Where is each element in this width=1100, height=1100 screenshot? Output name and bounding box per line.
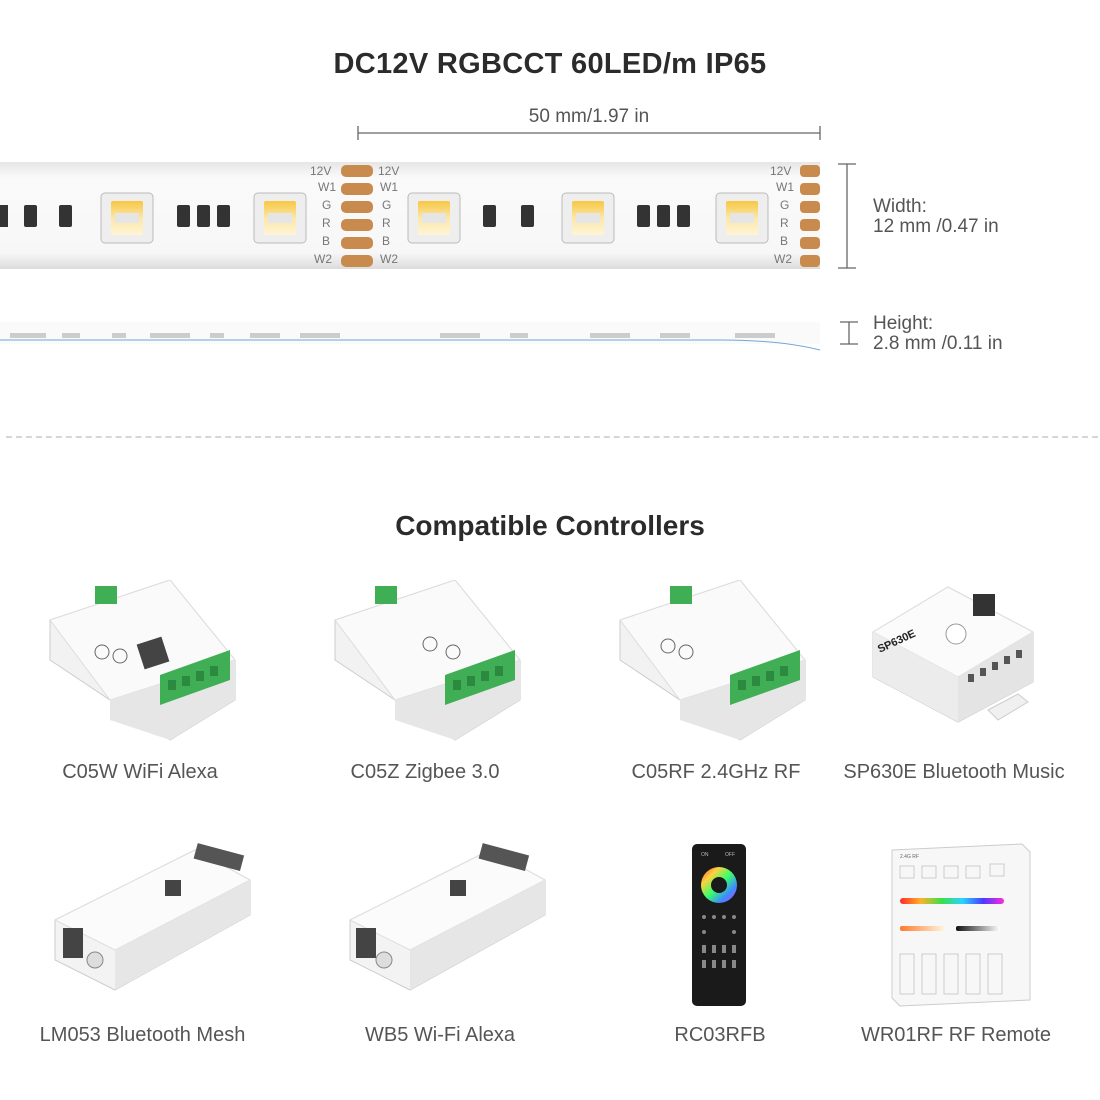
- svg-text:B: B: [780, 234, 788, 248]
- pad-labels-left: 12V W1 G R B W2: [310, 164, 336, 266]
- controller-label-wb5: WB5 Wi-Fi Alexa: [364, 1024, 516, 1046]
- strip-side-view: [0, 322, 821, 351]
- height-dimension-bracket: [840, 321, 858, 345]
- led-chip: [100, 192, 154, 244]
- pad-labels-end: 12V W1 G R B W2: [770, 164, 794, 266]
- controller-label-c05z: C05Z Zigbee 3.0: [350, 761, 500, 783]
- svg-text:W2: W2: [774, 252, 792, 266]
- height-value: 2.8 mm /0.11 in: [873, 333, 1003, 354]
- page-title: DC12V RGBCCT 60LED/m IP65: [333, 48, 767, 80]
- remote-off-text: OFF: [725, 852, 735, 858]
- pad-label: W1: [318, 180, 336, 194]
- svg-text:12V: 12V: [770, 164, 791, 178]
- led-chip: [561, 192, 615, 244]
- height-caption: Height:: [873, 313, 934, 334]
- handheld-remote-device: ON OFF: [692, 844, 746, 1006]
- wifi-alexa-controller-device: [348, 843, 547, 991]
- bluetooth-music-controller-device: SP630E: [871, 586, 1035, 723]
- controller-label-wr01rf: WR01RF RF Remote: [860, 1024, 1052, 1046]
- panel-rf-text: 2.4G RF: [900, 854, 919, 860]
- controller-label-rc03rfb: RC03RFB: [674, 1024, 766, 1046]
- pad-label: B: [322, 234, 330, 248]
- led-chips: [100, 192, 769, 244]
- controller-label-c05w: C05W WiFi Alexa: [62, 761, 218, 783]
- remote-on-text: ON: [701, 852, 709, 858]
- controller-label-lm053: LM053 Bluetooth Mesh: [39, 1024, 246, 1046]
- rf-controller-device: [619, 580, 806, 741]
- solder-pads-right: [800, 165, 820, 267]
- led-chip: [253, 192, 307, 244]
- pad-label: 12V: [378, 164, 399, 178]
- pad-label: 12V: [310, 164, 331, 178]
- svg-text:R: R: [780, 216, 789, 230]
- solder-pads-left: [341, 165, 373, 267]
- controller-label-sp630e: SP630E Bluetooth Music: [843, 761, 1065, 783]
- wall-panel-remote-device: 2.4G RF: [891, 843, 1031, 1007]
- pad-label: W2: [380, 252, 398, 266]
- resistors: [0, 205, 690, 227]
- led-chip: [715, 192, 769, 244]
- width-caption: Width:: [873, 196, 927, 217]
- pad-label: W1: [380, 180, 398, 194]
- pad-label: G: [382, 198, 391, 212]
- led-chip: [407, 192, 461, 244]
- wifi-controller-device: [49, 580, 236, 741]
- length-dimension-line: [357, 126, 821, 140]
- svg-text:G: G: [780, 198, 789, 212]
- pad-label: G: [322, 198, 331, 212]
- pad-label: B: [382, 234, 390, 248]
- pad-label: R: [322, 216, 331, 230]
- zigbee-controller-device: [334, 580, 521, 741]
- pad-label: R: [382, 216, 391, 230]
- pad-labels-right: 12V W1 G R B W2: [378, 164, 399, 266]
- svg-text:W1: W1: [776, 180, 794, 194]
- width-dimension-bracket: [838, 163, 856, 269]
- bluetooth-mesh-controller-device: [53, 843, 252, 991]
- section-divider: [6, 436, 1098, 438]
- compatible-controllers-title: Compatible Controllers: [395, 510, 705, 541]
- length-dimension-label: 50 mm/1.97 in: [528, 106, 650, 127]
- width-value: 12 mm /0.47 in: [873, 216, 999, 237]
- controller-label-c05rf: C05RF 2.4GHz RF: [631, 761, 801, 783]
- pad-label: W2: [314, 252, 332, 266]
- led-strip-illustration: 12V W1 G R B W2 12V W1 G R B W2 12V W1 G…: [0, 162, 821, 351]
